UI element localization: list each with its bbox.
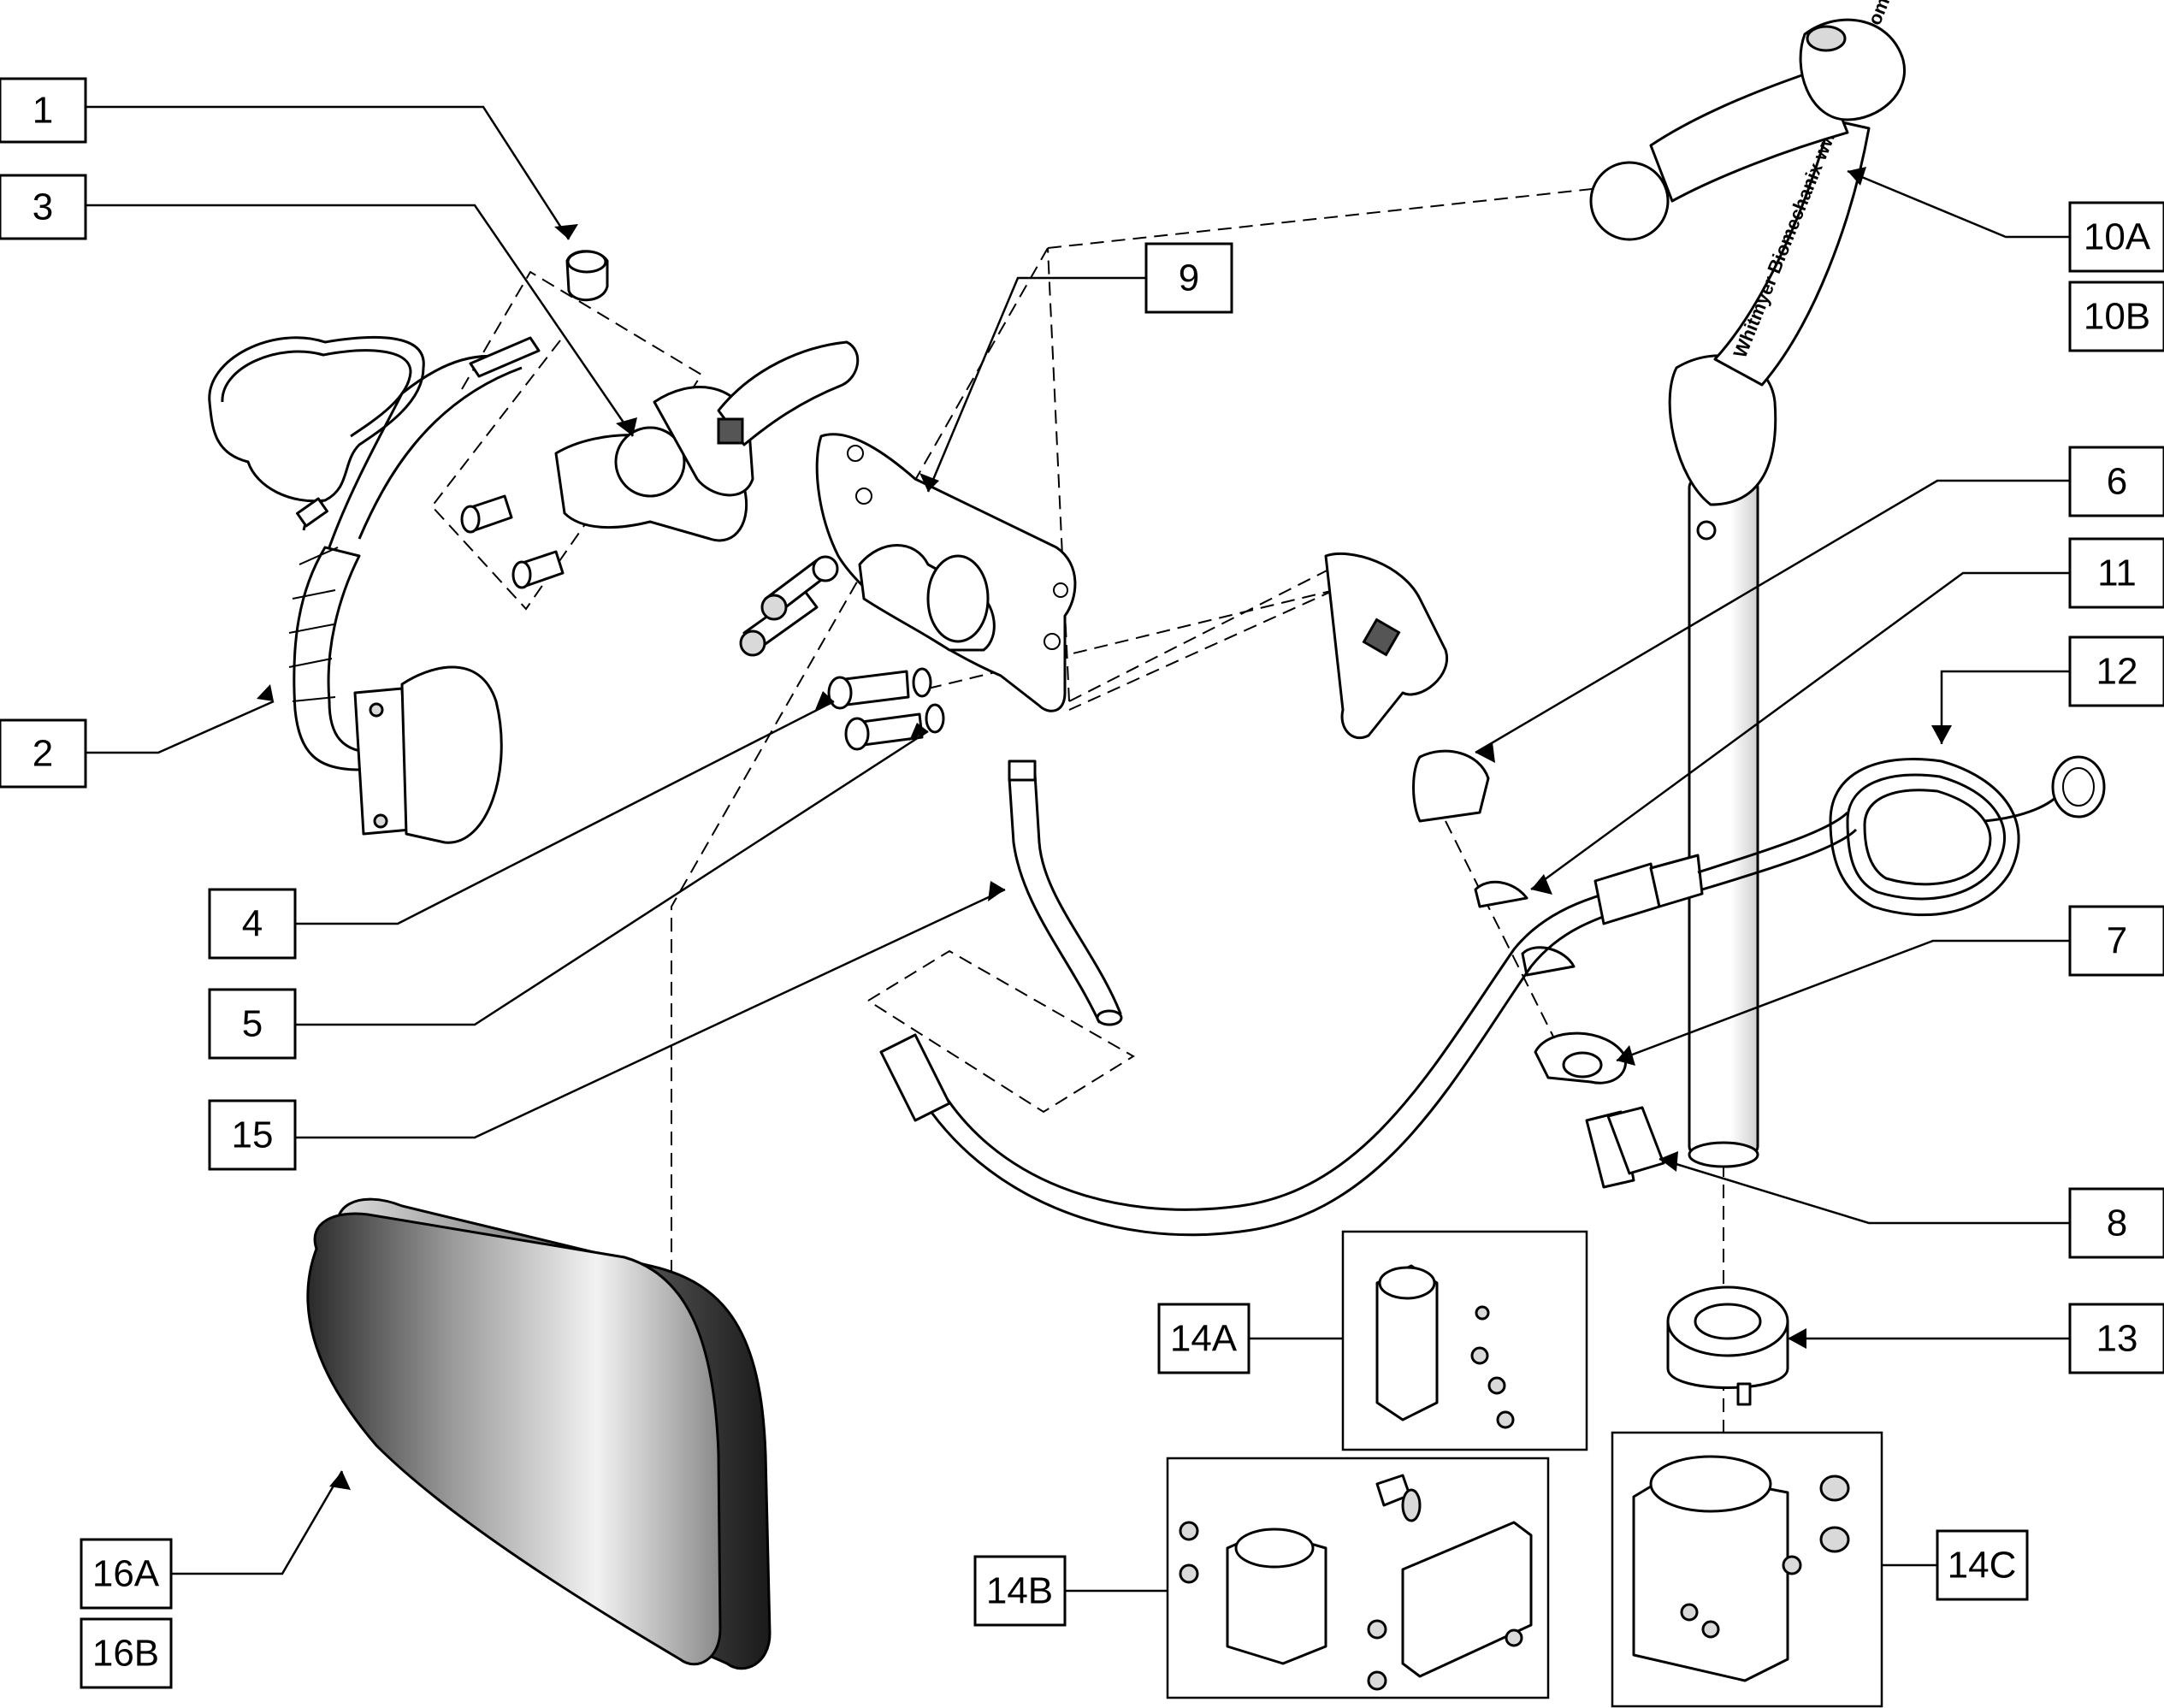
callout-15: 15 bbox=[208, 1099, 297, 1171]
callout-10b-label: 10B bbox=[2084, 296, 2150, 338]
callout-5: 5 bbox=[208, 988, 297, 1060]
callout-3-label: 3 bbox=[33, 186, 53, 228]
callout-4: 4 bbox=[208, 888, 297, 960]
callout-2-label: 2 bbox=[33, 733, 53, 775]
callout-1: 1 bbox=[0, 77, 87, 144]
callout-14a: 14A bbox=[1157, 1303, 1251, 1374]
callout-9-label: 9 bbox=[1179, 257, 1199, 299]
plate-screws bbox=[739, 555, 839, 657]
bolts-and-washers bbox=[827, 667, 945, 751]
arrowheads bbox=[257, 167, 1952, 1490]
tube-part bbox=[1008, 759, 1123, 1026]
collar-part bbox=[1666, 1285, 1789, 1406]
callout-11: 11 bbox=[2068, 537, 2164, 609]
callout-2: 2 bbox=[0, 718, 87, 789]
callout-8-label: 8 bbox=[2107, 1203, 2127, 1244]
hinge-assembly bbox=[1324, 552, 1665, 1189]
callout-6-label: 6 bbox=[2107, 461, 2127, 503]
callout-7-label: 7 bbox=[2107, 920, 2127, 962]
callout-16b: 16B bbox=[80, 1617, 173, 1689]
callout-7: 7 bbox=[2068, 905, 2164, 977]
callout-15-label: 15 bbox=[232, 1114, 274, 1156]
switch-pad-assembly bbox=[208, 335, 541, 844]
callout-16a: 16A bbox=[80, 1538, 173, 1610]
panel-14b bbox=[1166, 1457, 1550, 1699]
ball-part bbox=[565, 250, 609, 302]
callout-3: 3 bbox=[0, 174, 87, 240]
callout-16a-label: 16A bbox=[92, 1553, 160, 1595]
callout-10b: 10B bbox=[2068, 281, 2164, 352]
callout-14c: 14C bbox=[1936, 1529, 2029, 1601]
callout-5-label: 5 bbox=[242, 1003, 263, 1045]
callout-12-label: 12 bbox=[2096, 651, 2138, 693]
callout-9: 9 bbox=[1144, 242, 1233, 314]
mounting-plate bbox=[815, 433, 1077, 712]
callout-8: 8 bbox=[2068, 1187, 2164, 1259]
leader-lines bbox=[86, 105, 2070, 1593]
callout-10a-label: 10A bbox=[2084, 216, 2151, 258]
cable-assembly bbox=[879, 755, 2106, 1237]
callout-14b: 14B bbox=[973, 1555, 1067, 1627]
clamp-block bbox=[554, 340, 860, 542]
callout-10a: 10A bbox=[2068, 201, 2164, 273]
callout-6: 6 bbox=[2068, 446, 2164, 517]
callout-13: 13 bbox=[2068, 1303, 2164, 1374]
panel-14c bbox=[1611, 1431, 1883, 1708]
callout-14b-label: 14B bbox=[986, 1570, 1053, 1612]
panel-14a bbox=[1341, 1230, 1588, 1451]
clamp-screws bbox=[460, 494, 565, 589]
callout-13-label: 13 bbox=[2096, 1318, 2138, 1360]
callout-11-label: 11 bbox=[2097, 553, 2137, 594]
callout-14c-label: 14C bbox=[1948, 1545, 2017, 1587]
headrest-pad bbox=[306, 1197, 772, 1670]
callout-14a-label: 14A bbox=[1170, 1318, 1238, 1360]
callout-1-label: 1 bbox=[33, 90, 53, 132]
callout-16b-label: 16B bbox=[92, 1633, 159, 1675]
callout-4-label: 4 bbox=[242, 903, 263, 945]
callout-12: 12 bbox=[2068, 635, 2164, 707]
